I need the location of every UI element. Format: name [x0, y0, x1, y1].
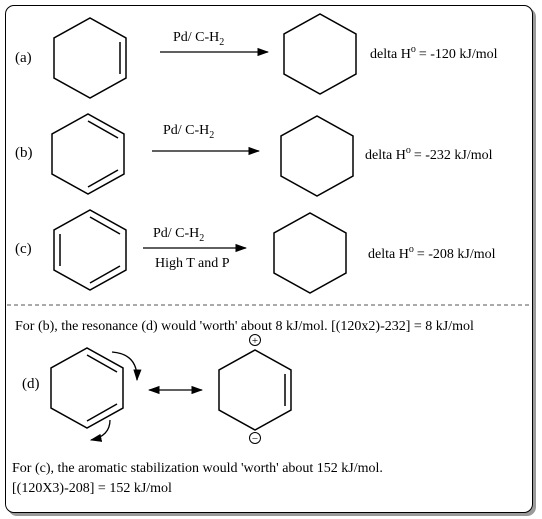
- row-a-catalyst: Pd/ C-H2: [173, 30, 224, 48]
- svg-text:−: −: [252, 433, 258, 445]
- electron-push-arrow-top: [111, 351, 142, 382]
- row-a-enthalpy: delta Ho= -120 kJ/mol: [370, 44, 498, 62]
- row-c-conditions: High T and P: [155, 256, 230, 271]
- cyclohexane-product-a: [283, 13, 357, 95]
- row-c-enthalpy: delta Ho= -208 kJ/mol: [368, 244, 496, 262]
- row-b-enthalpy: delta Ho= -232 kJ/mol: [365, 145, 493, 163]
- cyclohexene-molecule: [53, 17, 127, 99]
- positive-charge: +: [249, 334, 261, 347]
- resonance-structure-right: [218, 349, 292, 431]
- row-a-label: (a): [15, 50, 32, 66]
- row-b-label: (b): [15, 145, 33, 161]
- aromatic-note-line1: For (c), the aromatic stabilization woul…: [12, 461, 383, 476]
- electron-push-arrow-bottom: [89, 419, 111, 442]
- resonance-label: (d): [22, 376, 40, 392]
- figure-frame: [5, 5, 533, 513]
- aromatic-note-line2: [(120X3)-208] = 152 kJ/mol: [12, 481, 172, 496]
- svg-text:+: +: [252, 335, 258, 347]
- cyclohexane-product-b: [280, 115, 354, 197]
- cyclohexane-product-c: [273, 212, 347, 294]
- row-b-catalyst: Pd/ C-H2: [163, 123, 214, 141]
- cyclohexadiene-resonance-left: [50, 347, 124, 429]
- row-c-label: (c): [15, 241, 32, 257]
- row-c-catalyst: Pd/ C-H2: [153, 226, 204, 244]
- negative-charge: −: [249, 432, 261, 445]
- cyclohexadiene-molecule: [51, 113, 125, 195]
- benzene-molecule: [53, 209, 127, 291]
- resonance-note: For (b), the resonance (d) would 'worth'…: [15, 319, 474, 334]
